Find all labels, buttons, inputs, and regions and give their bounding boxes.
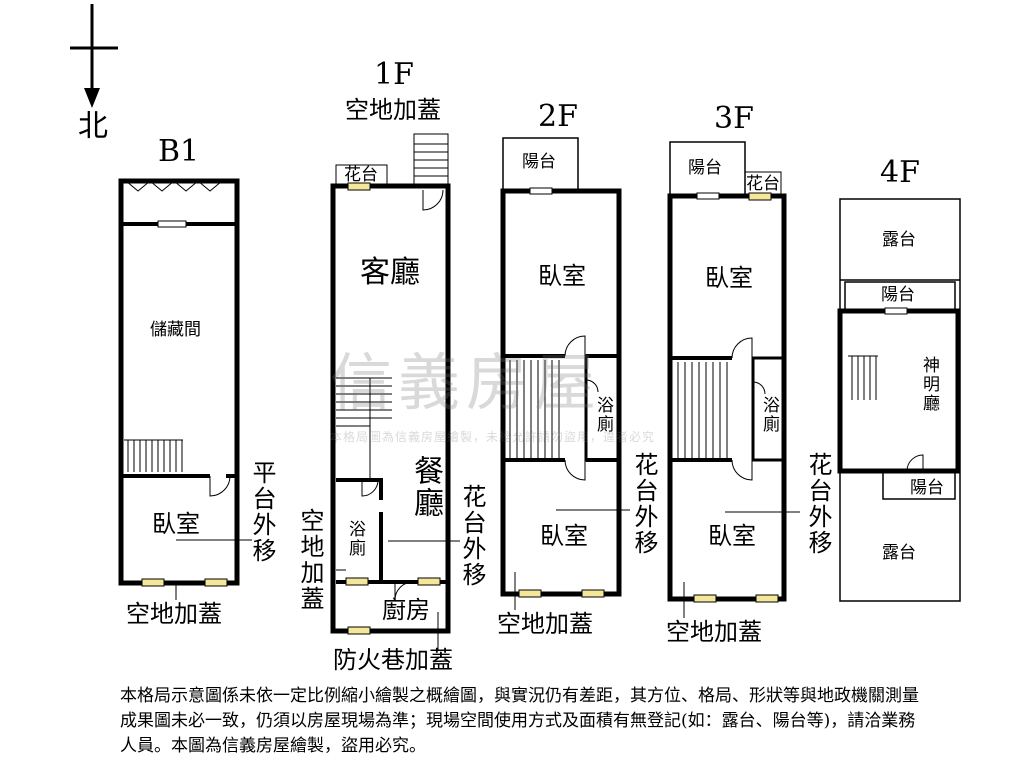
f4-plan (837, 198, 961, 602)
north-arrow-icon (70, 4, 118, 108)
disclaimer-text: 本格局示意圖係未依一定比例縮小繪製之概繪圖，與實況仍有差距，其方位、格局、形狀等… (120, 686, 919, 756)
f4-balcony-south: 陽台 (910, 478, 944, 498)
b1-room-storage: 儲藏間 (150, 320, 201, 340)
f1-room-bath: 浴廁 (345, 520, 365, 558)
f2-room-bedroom-north: 臥室 (538, 262, 586, 290)
f4-floor-label: 4F (880, 155, 920, 190)
f1-note-addition-side: 空地加蓋 (296, 508, 324, 612)
f1-note-firelane: 防火巷加蓋 (333, 646, 453, 674)
f2-room-bedroom-south: 臥室 (540, 522, 588, 550)
f3-plan (667, 141, 800, 618)
f1-note-flowerbed: 花台外移 (458, 484, 486, 588)
f2-plan (500, 137, 630, 610)
f2-note-flowerbed: 花台外移 (630, 452, 658, 556)
f3-room-bedroom-north: 臥室 (705, 264, 753, 292)
f1-room-kitchen: 廚房 (382, 596, 430, 624)
f4-terrace-north: 露台 (882, 230, 916, 250)
f3-balcony: 陽台 (688, 158, 722, 178)
b1-plan (118, 178, 252, 600)
f4-balcony-north: 陽台 (881, 285, 915, 305)
f3-room-bedroom-south: 臥室 (708, 522, 756, 550)
f4-room-shrine: 神明廳 (919, 356, 939, 413)
watermark-brand: 信義房屋 (330, 346, 603, 419)
f1-note-addition-top: 空地加蓋 (345, 96, 441, 124)
f4-terrace-south: 露台 (882, 543, 916, 563)
f1-plan (330, 133, 460, 650)
f3-room-bath: 浴廁 (759, 396, 779, 434)
f3-floor-label: 3F (714, 101, 754, 136)
f3-note-addition: 空地加蓋 (666, 618, 762, 646)
watermark-subtext: 本格局圖為信義房屋繪製，未經允許請勿盜用，違者必究 (330, 430, 656, 444)
b1-note-platform: 平台外移 (248, 460, 276, 564)
f2-balcony: 陽台 (522, 152, 556, 172)
f3-flowerbed: 花台 (746, 174, 780, 194)
b1-floor-label: B1 (158, 134, 200, 169)
f2-floor-label: 2F (538, 99, 578, 134)
f1-flowerbed: 花台 (344, 165, 378, 185)
b1-note-addition: 空地加蓋 (126, 600, 222, 628)
b1-room-bedroom: 臥室 (152, 510, 200, 538)
north-label: 北 (78, 109, 108, 144)
f2-note-addition: 空地加蓋 (497, 610, 593, 638)
watermark: 信義房屋 本格局圖為信義房屋繪製，未經允許請勿盜用，違者必究 (330, 332, 655, 445)
f1-room-dining: 餐廳 (408, 455, 443, 519)
f1-floor-label: 1F (374, 57, 414, 92)
f2-room-bath: 浴廁 (593, 396, 613, 434)
f1-room-living: 客廳 (360, 255, 420, 290)
f3-note-flowerbed: 花台外移 (804, 452, 832, 556)
